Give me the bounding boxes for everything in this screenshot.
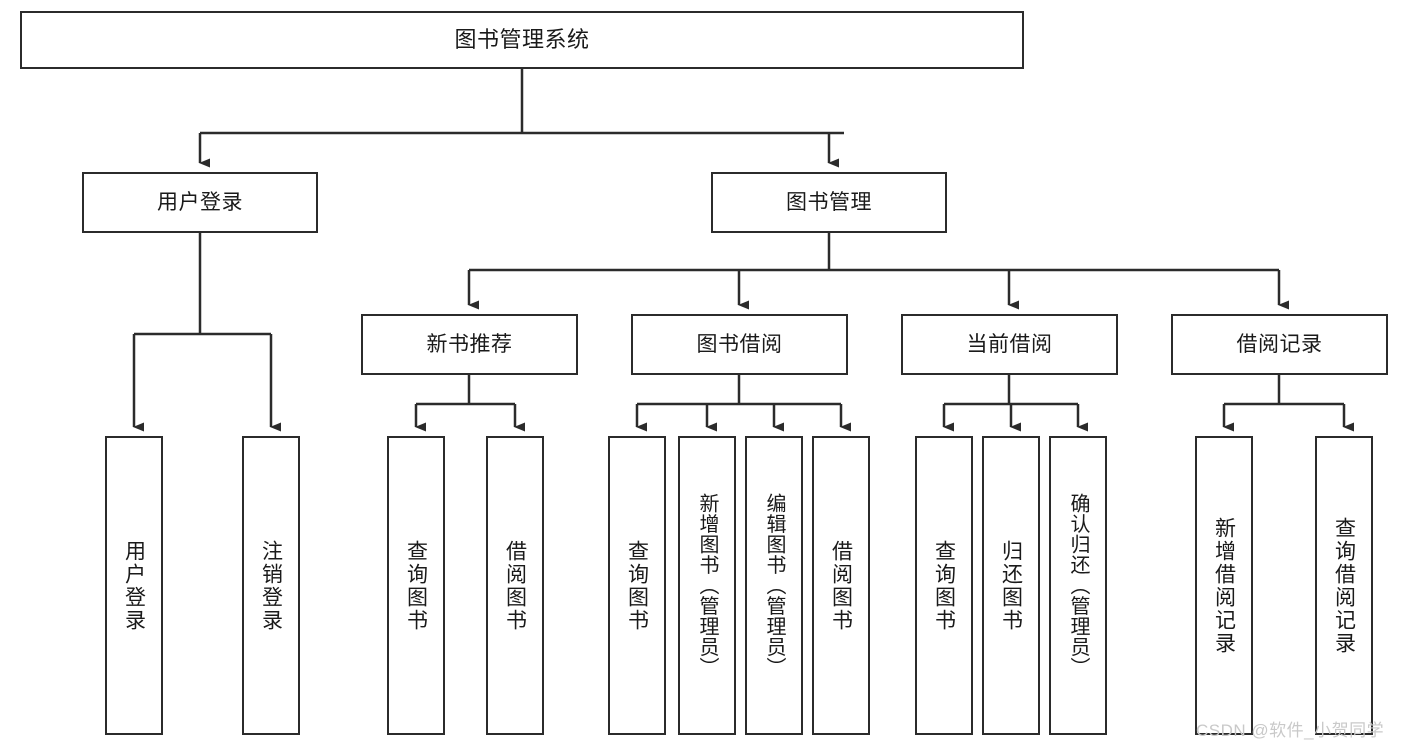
node-root[interactable]: 图书管理系统 — [20, 11, 1024, 69]
node-borrow-record-label: 借阅记录 — [1236, 332, 1323, 356]
node-leaf-query-book-rec-label: 查询图书 — [404, 539, 428, 632]
node-leaf-borrow-book-bor-label: 借阅图书 — [829, 539, 853, 632]
node-leaf-query-book-bor[interactable]: 查询图书 — [608, 436, 666, 735]
node-leaf-confirm-return-label: 确认归还（管理员） — [1067, 493, 1089, 678]
node-leaf-logout-label: 注销登录 — [259, 539, 283, 632]
node-leaf-return-book[interactable]: 归还图书 — [982, 436, 1040, 735]
node-book-manage[interactable]: 图书管理 — [711, 172, 947, 233]
node-book-borrow-label: 图书借阅 — [696, 332, 783, 356]
node-leaf-borrow-book-rec[interactable]: 借阅图书 — [486, 436, 544, 735]
node-leaf-user-login[interactable]: 用户登录 — [105, 436, 163, 735]
node-leaf-edit-book-admin-label: 编辑图书（管理员） — [763, 493, 785, 678]
node-leaf-add-borrow-record[interactable]: 新增借阅记录 — [1195, 436, 1253, 735]
node-leaf-user-login-label: 用户登录 — [122, 539, 146, 632]
node-leaf-query-book-bor-label: 查询图书 — [625, 539, 649, 632]
node-leaf-query-book-cur[interactable]: 查询图书 — [915, 436, 973, 735]
node-user-login[interactable]: 用户登录 — [82, 172, 318, 233]
csdn-watermark: CSDN @软件_小贺同学 — [1196, 721, 1385, 740]
node-borrow-record[interactable]: 借阅记录 — [1171, 314, 1388, 375]
node-current-borrow-label: 当前借阅 — [966, 332, 1053, 356]
node-leaf-return-book-label: 归还图书 — [999, 539, 1023, 632]
node-leaf-query-book-rec[interactable]: 查询图书 — [387, 436, 445, 735]
node-leaf-logout[interactable]: 注销登录 — [242, 436, 300, 735]
node-leaf-borrow-book-bor[interactable]: 借阅图书 — [812, 436, 870, 735]
node-leaf-add-book-admin-label: 新增图书（管理员） — [696, 493, 718, 678]
node-leaf-add-borrow-record-label: 新增借阅记录 — [1212, 516, 1236, 655]
node-user-login-label: 用户登录 — [157, 190, 243, 214]
node-new-book-recommend[interactable]: 新书推荐 — [361, 314, 578, 375]
node-leaf-query-borrow-rec[interactable]: 查询借阅记录 — [1315, 436, 1373, 735]
node-leaf-query-borrow-rec-label: 查询借阅记录 — [1332, 516, 1356, 655]
node-leaf-edit-book-admin[interactable]: 编辑图书（管理员） — [745, 436, 803, 735]
node-leaf-add-book-admin[interactable]: 新增图书（管理员） — [678, 436, 736, 735]
node-leaf-borrow-book-rec-label: 借阅图书 — [503, 539, 527, 632]
node-book-borrow[interactable]: 图书借阅 — [631, 314, 848, 375]
node-leaf-confirm-return[interactable]: 确认归还（管理员） — [1049, 436, 1107, 735]
node-book-manage-label: 图书管理 — [786, 190, 872, 214]
node-current-borrow[interactable]: 当前借阅 — [901, 314, 1118, 375]
node-leaf-query-book-cur-label: 查询图书 — [932, 539, 956, 632]
node-root-label: 图书管理系统 — [454, 26, 590, 52]
node-new-book-recommend-label: 新书推荐 — [426, 332, 513, 356]
